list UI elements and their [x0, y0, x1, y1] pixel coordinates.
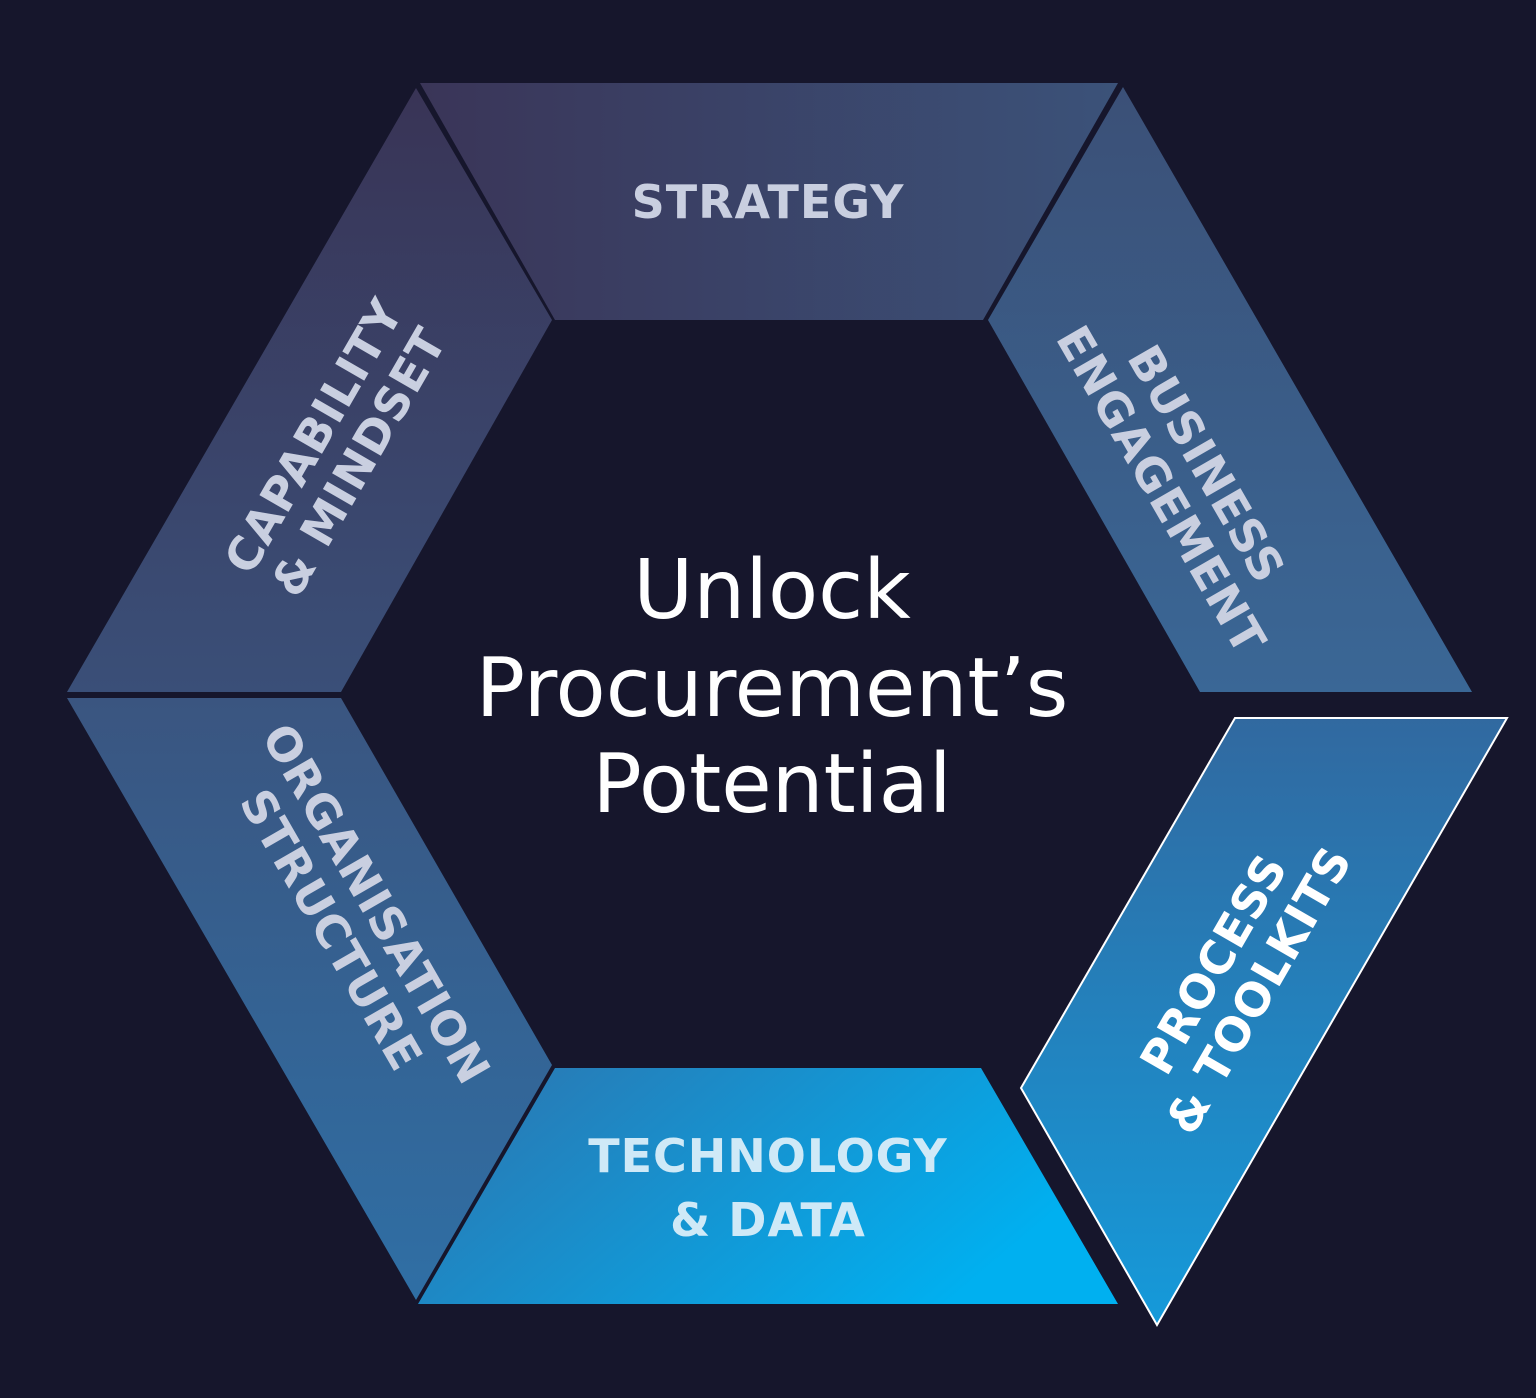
segment-process-toolkits-shape: [1019, 717, 1509, 1328]
center-title-line-1: Unlock: [633, 543, 911, 638]
center-title: Unlock Procurement’s Potential: [476, 543, 1069, 832]
segment-capability-mindset-shape: [67, 88, 552, 692]
center-title-line-2: Procurement’s: [476, 641, 1069, 736]
segment-technology-data[interactable]: TECHNOLOGY & DATA: [418, 1068, 1118, 1304]
segment-process-toolkits[interactable]: PROCESS & TOOLKITS: [1019, 717, 1509, 1328]
segment-business-engagement-shape: [988, 87, 1472, 692]
segment-technology-data-label-2: & DATA: [670, 1193, 866, 1247]
center-title-line-3: Potential: [592, 737, 951, 832]
segment-business-engagement[interactable]: BUSINESS ENGAGEMENT: [988, 87, 1472, 692]
segment-strategy-label: STRATEGY: [632, 175, 905, 229]
segment-organisation-structure-shape: [67, 698, 552, 1300]
segment-technology-data-shape: [418, 1068, 1118, 1304]
segment-strategy-shape: [420, 83, 1118, 320]
segment-strategy[interactable]: STRATEGY: [420, 83, 1118, 320]
segment-technology-data-label-1: TECHNOLOGY: [588, 1129, 948, 1183]
